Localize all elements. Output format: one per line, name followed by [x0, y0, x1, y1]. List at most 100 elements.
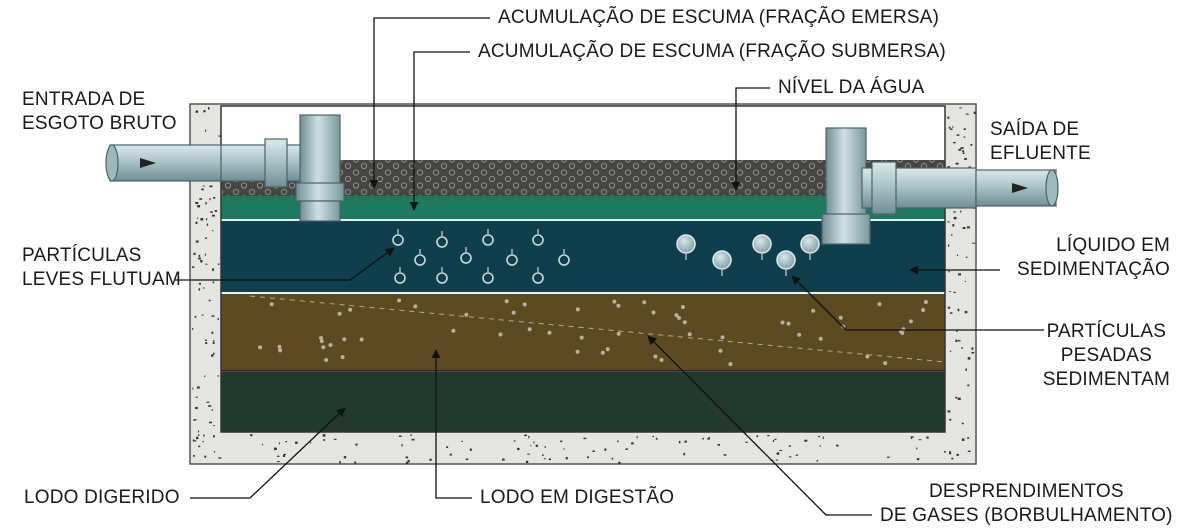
sludge-dot — [677, 315, 681, 320]
concrete-speck — [836, 444, 839, 447]
inlet-pipe — [105, 114, 345, 222]
sludge-dot — [324, 358, 329, 362]
concrete-speck — [543, 458, 546, 460]
concrete-speck — [560, 440, 563, 443]
concrete-speck — [193, 455, 195, 457]
concrete-speck — [965, 113, 969, 115]
concrete-speck — [956, 453, 959, 456]
sludge-dot — [359, 337, 364, 342]
light-particle — [558, 254, 570, 266]
concrete-speck — [587, 456, 589, 459]
concrete-speck — [795, 454, 799, 456]
concrete-speck — [967, 437, 970, 439]
concrete-speck — [206, 401, 210, 403]
concrete-speck — [960, 147, 963, 149]
concrete-speck — [213, 197, 216, 199]
outlet-pipe — [821, 127, 1059, 245]
leader-gas-release — [647, 335, 872, 516]
digesting-sludge-layer — [221, 294, 945, 371]
concrete-speck — [276, 455, 280, 457]
concrete-speck — [583, 437, 587, 440]
concrete-speck — [804, 439, 808, 442]
concrete-speck — [203, 434, 205, 437]
light-particle — [532, 272, 544, 284]
concrete-speck — [277, 461, 280, 463]
concrete-speck — [295, 441, 298, 444]
label-heavy-particles-line1: PARTÍCULAS — [1046, 321, 1167, 342]
concrete-speck — [197, 217, 199, 219]
concrete-speck — [333, 438, 337, 440]
concrete-speck — [285, 441, 288, 443]
sludge-dot — [498, 332, 503, 337]
concrete-speck — [446, 446, 449, 448]
concrete-speck — [916, 458, 920, 461]
concrete-speck — [261, 443, 264, 446]
sludge-dot — [900, 331, 905, 335]
concrete-speck — [910, 436, 913, 439]
concrete-speck — [411, 438, 415, 441]
concrete-speck — [213, 425, 215, 427]
sludge-dot — [680, 305, 685, 309]
sludge-dot — [547, 330, 552, 335]
concrete-speck — [953, 142, 956, 144]
concrete-speck — [947, 244, 950, 247]
concrete-speck — [953, 216, 957, 220]
concrete-speck — [205, 202, 207, 205]
concrete-speck — [963, 128, 966, 130]
concrete-speck — [195, 396, 198, 398]
sludge-dot — [269, 302, 274, 307]
sludge-dot — [921, 308, 926, 312]
concrete-speck — [195, 202, 199, 204]
sludge-dot — [616, 331, 621, 336]
label-digested-sludge: LODO DIGERIDO — [24, 487, 180, 508]
concrete-speck — [963, 136, 966, 138]
concrete-speck — [206, 218, 208, 221]
concrete-speck — [198, 434, 200, 436]
leader-water-level — [731, 87, 770, 191]
concrete-speck — [966, 226, 970, 229]
concrete-speck — [410, 434, 412, 436]
sludge-dot — [575, 307, 580, 312]
concrete-speck — [217, 318, 219, 320]
light-particle — [414, 254, 426, 266]
concrete-speck — [775, 459, 778, 461]
concrete-speck — [283, 454, 285, 457]
concrete-speck — [818, 435, 821, 438]
concrete-speck — [206, 223, 209, 226]
concrete-speck — [950, 312, 953, 314]
concrete-speck — [200, 260, 203, 263]
concrete-speck — [193, 419, 197, 421]
concrete-speck — [636, 436, 638, 439]
concrete-speck — [723, 454, 727, 456]
concrete-speck — [544, 446, 546, 448]
concrete-speck — [958, 148, 962, 151]
sludge-dot — [687, 332, 692, 337]
concrete-speck — [542, 454, 544, 456]
concrete-speck — [973, 111, 976, 114]
concrete-speck — [201, 188, 204, 191]
sludge-dot — [786, 321, 791, 326]
label-digesting-sludge: LODO EM DIGESTÃO — [480, 487, 675, 508]
sludge-dot — [838, 315, 843, 320]
concrete-speck — [777, 452, 780, 455]
concrete-speck — [195, 110, 199, 113]
concrete-speck — [196, 436, 199, 440]
sludge-dot — [797, 332, 802, 337]
concrete-speck — [604, 448, 607, 451]
concrete-speck — [513, 440, 516, 442]
concrete-speck — [684, 440, 687, 443]
concrete-speck — [200, 218, 204, 221]
concrete-speck — [213, 340, 215, 342]
sludge-dot — [811, 308, 816, 313]
concrete-speck — [964, 158, 967, 160]
concrete-speck — [948, 270, 950, 273]
label-gas-release-line1: DESPRENDIMENTOS — [928, 481, 1124, 502]
sludge-dot — [877, 302, 882, 307]
concrete-speck — [339, 461, 341, 464]
concrete-speck — [964, 310, 968, 314]
concrete-speck — [956, 254, 959, 256]
concrete-speck — [405, 456, 409, 459]
concrete-speck — [533, 441, 535, 444]
concrete-speck — [214, 210, 218, 212]
concrete-speck — [788, 445, 791, 447]
